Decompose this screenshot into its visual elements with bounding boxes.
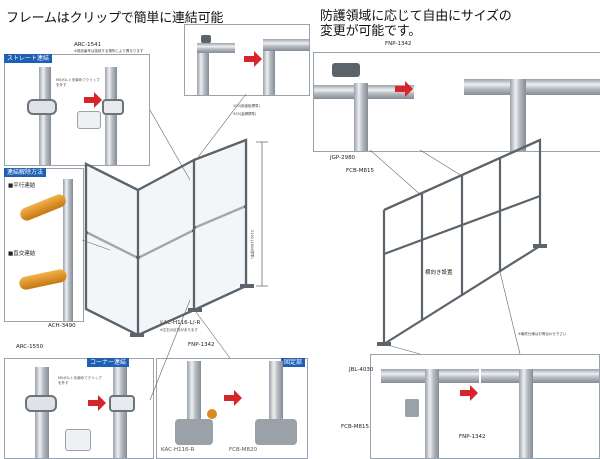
arrow-corner xyxy=(88,395,106,411)
dim-935: 935(金網標準) xyxy=(233,112,257,116)
red-arrows xyxy=(84,51,478,411)
label-horizontal: 横向き設置 xyxy=(425,270,453,276)
code-kac: KAC-H116-L/-R xyxy=(160,320,201,326)
code-kac-cut: KAC-H116-R xyxy=(161,447,195,453)
right-top-beam-after xyxy=(464,79,600,95)
code-fcb-cut: FCB-M820 xyxy=(229,447,258,453)
fixing-base-after xyxy=(255,419,297,445)
release-method-tab: 連結解除方法 xyxy=(4,168,47,177)
straight-connection-tab: ストレート連結 xyxy=(4,54,53,63)
code-fnp-top: FNP-1342 xyxy=(385,41,412,47)
code-jbl: JBL-4030 xyxy=(349,367,374,373)
dim-100: 100(前面板標準) xyxy=(233,104,260,108)
corner-connection-tab: コーナー連結 xyxy=(87,358,130,367)
fixing-bolt-icon xyxy=(207,409,217,419)
leader-fixing xyxy=(195,311,231,359)
leader-release xyxy=(81,239,111,251)
l-frame-right-panel xyxy=(193,138,248,312)
leader-right-top-b xyxy=(419,149,463,177)
arrow-straight xyxy=(84,92,102,108)
arrow-fixing xyxy=(224,390,242,406)
headline-right-line1: 防護領域に応じて自由にサイズの xyxy=(320,9,512,24)
note-kac: ※左右の区別があります xyxy=(160,328,198,332)
fixing-part-tab: 固定部 xyxy=(281,358,306,367)
corner-clip-mounted xyxy=(109,395,135,412)
joint-plate-icon xyxy=(332,63,360,77)
right-bottom-post-after xyxy=(519,369,533,458)
height-dimension-line xyxy=(256,141,268,287)
leader-lines xyxy=(81,93,521,401)
corner-profile-section xyxy=(65,429,91,451)
right-top-post-after xyxy=(510,79,526,151)
arrow-top-joint xyxy=(244,51,262,67)
code-arc1550: ARC-1550 xyxy=(16,344,44,350)
release-parallel-label: ■平行連結 xyxy=(8,183,36,189)
l-frame-mid-panel xyxy=(137,157,196,337)
right-bottom-beam-after xyxy=(481,369,599,383)
headline-right-line2: 変更が可能です。 xyxy=(320,24,422,39)
leader-top-joint xyxy=(195,93,247,161)
straight-post-before xyxy=(39,67,51,165)
l-frame-mesh xyxy=(88,142,244,333)
top-joint-clip-icon xyxy=(201,35,211,43)
straight-profile-section xyxy=(77,111,101,129)
code-fcb-bottom: FCB-M815 xyxy=(341,424,370,430)
fixing-part-panel: 固定部 KAC-H116-R FCB-M820 xyxy=(156,358,308,459)
arrow-right-top xyxy=(395,81,413,97)
note-m5-bottom: M5ボルトを締めてクリップを外す xyxy=(58,376,102,385)
fixing-post-before xyxy=(187,361,201,421)
code-fcb-top: FCB-M815 xyxy=(346,168,375,174)
right-bottom-post-before xyxy=(425,369,439,458)
note-arc1541: ※部品番号は接続する場所により異なります xyxy=(74,49,144,53)
corner-clip xyxy=(25,395,57,412)
right-top-detail-panel xyxy=(313,52,600,152)
leader-right-bottom-b xyxy=(499,271,521,355)
straight-connection-panel: ストレート連結 xyxy=(4,54,150,166)
wide-frame-illustration xyxy=(382,138,542,345)
leader-corner xyxy=(149,299,191,401)
code-arc1541: ARC-1541 xyxy=(74,42,102,48)
top-joint-beam-after xyxy=(263,39,309,51)
fixing-post-after xyxy=(269,361,283,421)
code-fnp-right: FNP-1342 xyxy=(459,434,486,440)
top-joint-detail-panel xyxy=(184,24,310,96)
corner-connection-panel: コーナー連結 xyxy=(4,358,154,459)
code-fnp-bottom-left: FNP-1342 xyxy=(188,342,215,348)
leader-straight xyxy=(149,109,191,181)
right-bottom-detail-panel xyxy=(370,354,600,459)
note-right-footnote: ※最終仕様はお問合わせ下さい xyxy=(518,332,567,336)
top-joint-beam-before xyxy=(197,43,235,53)
top-joint-post-after xyxy=(263,39,275,95)
corner-post-before xyxy=(35,367,49,458)
release-post-parallel xyxy=(63,179,73,249)
release-method-panel: 連結解除方法 ■平行連結 ■直交連結 xyxy=(4,168,84,322)
headline-left: フレームはクリップで簡単に連結可能 xyxy=(6,11,224,26)
release-orthogonal-label: ■直交連結 xyxy=(8,251,36,257)
leader-right-bottom-a xyxy=(383,343,421,355)
straight-post-after xyxy=(105,67,117,165)
leader-right-top-a xyxy=(369,149,423,197)
code-ach3490: ACH-3490 xyxy=(48,323,76,329)
arrow-right-bottom xyxy=(460,385,478,401)
straight-clip-mounted xyxy=(102,99,124,115)
straight-clip xyxy=(27,99,57,115)
l-frame-feet xyxy=(130,284,254,337)
fixing-base-before xyxy=(175,419,213,445)
corner-post-after xyxy=(113,367,127,458)
right-top-post-before xyxy=(354,83,368,151)
bracket-icon xyxy=(405,399,419,417)
code-jgp: JGP-2980 xyxy=(330,155,356,161)
top-joint-post-before xyxy=(197,43,209,95)
note-m5-top: M5ボルトを締めてクリップを外す xyxy=(56,78,100,87)
release-post-orthogonal xyxy=(63,249,73,321)
